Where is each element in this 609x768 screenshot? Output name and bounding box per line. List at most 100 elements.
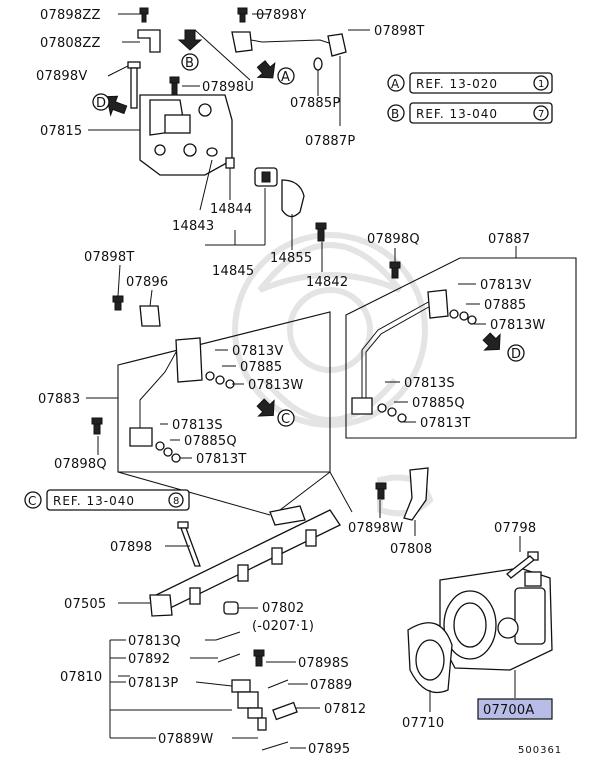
gasket-14855 (281, 179, 305, 218)
label-07813P: 07813P (128, 676, 178, 691)
oring-07813Q (215, 631, 241, 641)
right-pipe-box (345, 257, 577, 439)
label-07700A-highlight[interactable]: 07700A (477, 698, 553, 720)
spacer-07802 (223, 601, 239, 615)
bolt-07798 (506, 551, 539, 579)
marker-D-right: D (507, 344, 525, 362)
insulator-07812 (272, 701, 298, 721)
svg-text:REF. 13-020: REF. 13-020 (416, 77, 498, 91)
label-07808ZZ: 07808ZZ (40, 36, 101, 51)
label-07887P: 07887P (305, 134, 355, 149)
screw-07898U (169, 76, 180, 96)
ref-B: B REF. 13-040 7 (387, 102, 553, 124)
bracket-07808ZZ (137, 29, 161, 53)
sensor-14845 (254, 167, 278, 187)
label-07812: 07812 (324, 702, 366, 717)
figure-number: 500361 (518, 745, 562, 756)
svg-text:A: A (281, 70, 290, 85)
label-07815: 07815 (40, 124, 82, 139)
label-07802: 07802 (262, 601, 304, 616)
label-07898Q-right: 07898Q (367, 232, 420, 247)
svg-text:REF. 13-040: REF. 13-040 (416, 107, 498, 121)
oring-07892 (217, 653, 241, 663)
label-07505: 07505 (64, 597, 106, 612)
arrow-D (482, 332, 501, 351)
label-14855: 14855 (270, 251, 312, 266)
oring-14843 (206, 147, 218, 157)
svg-text:B: B (391, 107, 400, 121)
label-07808: 07808 (390, 542, 432, 557)
throttle-housing-07815 (139, 94, 233, 176)
label-07700A[interactable]: 07700A (483, 703, 534, 718)
label-14842: 14842 (306, 275, 348, 290)
label-07898ZZ: 07898ZZ (40, 8, 101, 23)
label-07898Q-left: 07898Q (54, 457, 107, 472)
label-07898Y: 07898Y (256, 8, 307, 23)
fuel-rail-07505 (148, 505, 341, 617)
screw-07898ZZ (139, 7, 149, 23)
bolt-07898Q-left (91, 417, 103, 435)
label-07813T-right: 07813T (420, 416, 471, 431)
arrow-to-B (177, 29, 203, 51)
label-07887: 07887 (488, 232, 530, 247)
label-07813V-left: 07813V (232, 344, 283, 359)
label-07885P: 07885P (290, 96, 340, 111)
label-07898W: 07898W (348, 521, 403, 536)
label-07885Q-right: 07885Q (412, 396, 465, 411)
marker-D-top: D (92, 93, 110, 111)
ref-C: C REF. 13-040 8 (24, 489, 190, 511)
throttle-body-07700A (439, 567, 553, 671)
label-07813Q: 07813Q (128, 634, 181, 649)
label-14844: 14844 (210, 202, 252, 217)
arrow-C (256, 398, 275, 417)
bolt-07898T-left (112, 295, 124, 311)
svg-text:B: B (185, 56, 194, 71)
oring-07889 (267, 679, 289, 689)
marker-A: A (277, 67, 295, 85)
label-07813T-left: 07813T (196, 452, 247, 467)
label-07896: 07896 (126, 275, 168, 290)
label-07885-right: 07885 (484, 298, 526, 313)
label-07885-left: 07885 (240, 360, 282, 375)
label-07813W-left: 07813W (248, 378, 303, 393)
svg-text:D: D (511, 347, 521, 362)
svg-text:C: C (281, 412, 290, 427)
arrow-A (256, 60, 276, 79)
pipe-07887 (351, 289, 477, 423)
marker-B: B (181, 53, 199, 71)
label-07885Q-left: 07885Q (184, 434, 237, 449)
svg-text:D: D (96, 96, 106, 111)
svg-text:REF. 13-040: REF. 13-040 (53, 494, 135, 508)
label-07895: 07895 (308, 742, 350, 757)
bracket-07896 (139, 305, 161, 327)
marker-C: C (277, 409, 295, 427)
screw-07898Y (237, 7, 248, 23)
svg-text:C: C (28, 494, 37, 508)
label-07798: 07798 (494, 521, 536, 536)
bolt-07898W (375, 482, 387, 500)
label-07898T-top: 07898T (374, 24, 425, 39)
svg-text:7: 7 (538, 109, 545, 120)
bolt-07898 (177, 521, 201, 567)
label-07813S-right: 07813S (404, 376, 455, 391)
bolt-07898Q-right (389, 261, 401, 279)
svg-text:8: 8 (173, 496, 180, 507)
bolt-14842 (315, 222, 327, 242)
label-07883: 07883 (38, 392, 80, 407)
washer-14844 (225, 157, 235, 169)
pipe-07883 (129, 337, 235, 463)
label-14845: 14845 (212, 264, 254, 279)
arrow-from-D (106, 95, 128, 117)
leader-lines (86, 13, 521, 749)
bracket-07808 (403, 467, 429, 521)
label-07898T-left: 07898T (84, 250, 135, 265)
label-07898S: 07898S (298, 656, 349, 671)
label-07889W: 07889W (158, 732, 213, 747)
label-07898V: 07898V (36, 69, 87, 84)
label-07813S-left: 07813S (172, 418, 223, 433)
pipe-07887P (231, 31, 347, 71)
svg-text:1: 1 (538, 79, 545, 90)
label-07898U: 07898U (202, 80, 254, 95)
